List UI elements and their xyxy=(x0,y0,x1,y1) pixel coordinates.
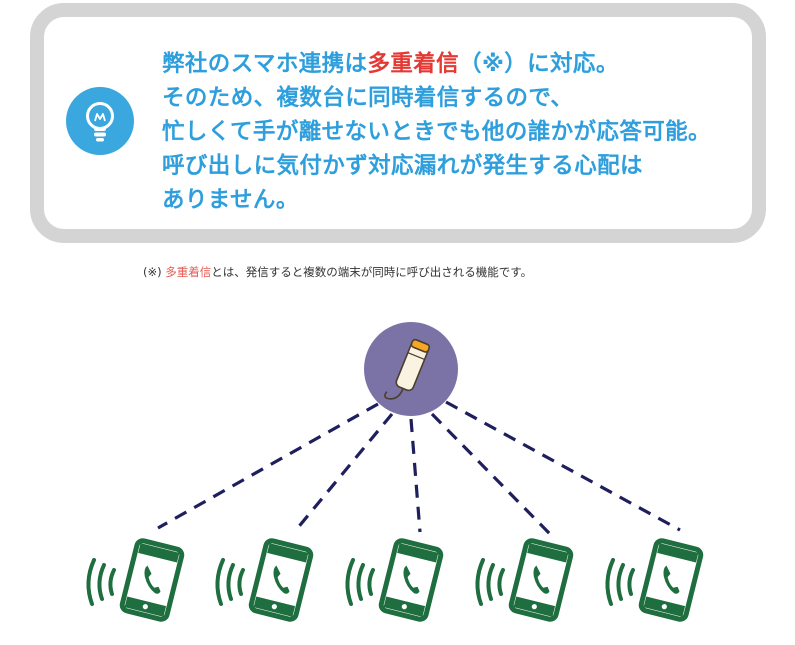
handset-icon xyxy=(364,322,458,416)
ringing-smartphone-icon xyxy=(217,540,312,621)
connection-line xyxy=(409,418,422,533)
footnote-highlight: 多重着信 xyxy=(165,265,212,279)
notice-line-5: ありません。 xyxy=(162,187,299,213)
connection-lines xyxy=(157,400,681,536)
notice-line-1: 弊社のスマホ連携は多重着信（※）に対応。 xyxy=(162,47,762,81)
connection-line xyxy=(445,400,681,532)
ringing-smartphone-icon xyxy=(347,540,442,621)
ringing-smartphone-icon xyxy=(607,540,702,621)
ringing-smartphone-icon xyxy=(477,540,572,621)
notice-line-4: 呼び出しに気付かず対応漏れが発生する心配は xyxy=(162,153,643,179)
connection-line xyxy=(430,412,552,536)
footnote-prefix: (※) xyxy=(143,265,166,279)
lightbulb-icon xyxy=(66,87,134,155)
notice-line-1-after: （※）に対応。 xyxy=(459,51,619,77)
footnote-suffix: とは、発信すると複数の端末が同時に呼び出される機能です。 xyxy=(211,265,533,279)
notice-message: 弊社のスマホ連携は多重着信（※）に対応。 そのため、複数台に同時着信するので、 … xyxy=(162,47,762,217)
notice-box: 弊社のスマホ連携は多重着信（※）に対応。 そのため、複数台に同時着信するので、 … xyxy=(30,3,766,243)
notice-line-3: 忙しくて手が離せないときでも他の誰かが応答可能。 xyxy=(162,119,711,145)
notice-highlight: 多重着信 xyxy=(367,51,460,77)
footnote: (※) 多重着信とは、発信すると複数の端末が同時に呼び出される機能です。 xyxy=(143,264,532,280)
connection-line xyxy=(294,412,394,532)
notice-line-1-before: 弊社のスマホ連携は xyxy=(162,51,368,77)
notice-line-2: そのため、複数台に同時着信するので、 xyxy=(162,85,574,111)
ringing-smartphone-icon xyxy=(88,540,183,621)
phones xyxy=(88,540,702,621)
connection-line xyxy=(157,402,379,530)
